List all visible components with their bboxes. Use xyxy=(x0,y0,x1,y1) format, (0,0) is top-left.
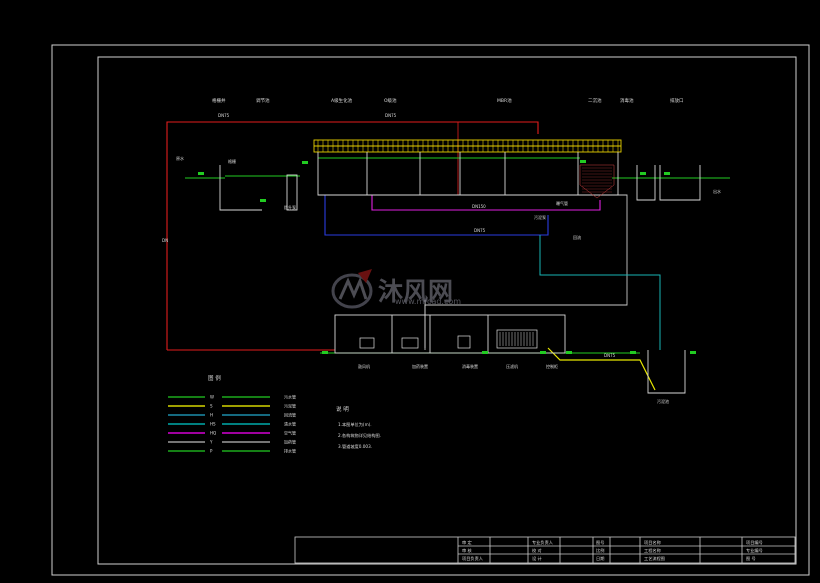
valve-4 xyxy=(640,172,646,175)
notes-title: 说 明 xyxy=(336,405,349,413)
side-label-sludge-tank: 污泥池 xyxy=(657,398,669,404)
valve-8 xyxy=(540,351,546,354)
grey-pipe xyxy=(424,194,628,350)
title-block-r1-4: 项目编号 xyxy=(746,539,763,546)
equipment-label-4: 控制柜 xyxy=(546,363,558,369)
watermark-url: www.mfcad.com xyxy=(395,297,461,306)
title-block-r1-0: 审 定 xyxy=(462,539,472,546)
equipment-room xyxy=(334,314,566,354)
outer-frame xyxy=(51,44,810,576)
legend-code-3: HS xyxy=(210,422,216,427)
equipment-label-1: 加药装置 xyxy=(412,363,428,369)
screen-tank xyxy=(219,165,262,211)
legend-code-4: HQ xyxy=(210,431,216,436)
pipe-label-top-mid: DN75 xyxy=(385,113,397,118)
bio-tank xyxy=(317,152,619,196)
title-block-r2-0: 审 核 xyxy=(462,547,473,554)
title-block-r1-1: 专业负责人 xyxy=(532,539,554,546)
legend-label-2: 回流管 xyxy=(284,412,296,418)
filter-press xyxy=(496,329,538,349)
legend-label-4: 空气管 xyxy=(284,430,296,436)
title-block xyxy=(294,536,796,564)
title-block-r2-3: 工程名称 xyxy=(644,547,661,554)
note-line-0: 1.本图单位为(m). xyxy=(338,421,372,428)
title-block-r2-4: 专业编号 xyxy=(746,547,763,554)
legend-title: 图 例 xyxy=(208,374,221,382)
top-label-5: 二沉池 xyxy=(588,97,602,104)
legend-code-2: H xyxy=(210,413,213,418)
settling-hopper xyxy=(579,164,615,199)
side-label-screen-chamber: 格栅 xyxy=(228,158,236,164)
top-label-7: 排放口 xyxy=(670,97,684,104)
valve-3 xyxy=(580,160,586,163)
equipment-label-3: 压滤机 xyxy=(506,363,518,369)
legend-code-1: S xyxy=(210,404,213,409)
air-pipe xyxy=(371,195,601,211)
title-block-r3-4: 图 号 xyxy=(746,556,756,562)
side-label-sludge-pump: 污泥泵 xyxy=(534,214,546,220)
equipment-icons xyxy=(359,300,538,349)
pipe-network xyxy=(166,121,730,391)
legend-label-1: 污泥管 xyxy=(284,403,296,409)
note-line-2: 3.管道坡度0.003. xyxy=(338,443,372,450)
watermark-brand: 沐风网 xyxy=(378,277,453,306)
cyan-reflux-pipe xyxy=(539,235,661,350)
title-block-r3-0: 项目负责人 xyxy=(462,555,484,562)
valve-11 xyxy=(690,351,696,354)
title-block-r2-2: 比例 xyxy=(596,547,604,554)
title-block-r3-2: 日期 xyxy=(596,556,604,562)
handrail xyxy=(313,139,622,153)
legend-label-6: 排水管 xyxy=(284,448,296,454)
equipment-label-0: 鼓风机 xyxy=(358,363,370,369)
title-block-r3-3: 工艺流程图 xyxy=(644,555,665,562)
side-label-pump-well: 提升泵 xyxy=(284,204,296,210)
title-block-r1-2: 图号 xyxy=(596,540,604,546)
legend-code-0: W xyxy=(210,395,214,400)
legend-label-0: 污水管 xyxy=(284,394,296,400)
side-label-reflux: 回流 xyxy=(573,234,581,240)
side-label-outlet: 出水 xyxy=(713,188,721,194)
side-label-blower-pipe: 曝气管 xyxy=(556,200,568,206)
valve-7 xyxy=(482,351,488,354)
title-block-r2-1: 校 对 xyxy=(532,547,542,554)
legend-label-3: 清水管 xyxy=(284,421,296,427)
watermark-logo-icon xyxy=(331,269,373,309)
legend-code-6: P xyxy=(210,449,213,454)
top-label-2: A级生化池 xyxy=(331,97,353,104)
valve-6 xyxy=(322,351,328,354)
pipe-label-left-vertical: DN xyxy=(162,238,168,243)
valve-0 xyxy=(198,172,204,175)
note-line-1: 2.各构筑物详见结构图. xyxy=(338,432,381,439)
valve-9 xyxy=(566,351,572,354)
side-label-inlet: 原水 xyxy=(176,155,184,161)
legend-label-5: 加药管 xyxy=(284,439,296,445)
top-label-6: 消毒池 xyxy=(620,97,634,104)
top-label-3: O级池 xyxy=(384,97,397,104)
top-label-0: 格栅井 xyxy=(212,97,226,104)
tanks xyxy=(219,152,701,394)
title-block-r3-1: 设 计 xyxy=(532,555,542,562)
equipment-label-2: 消毒装置 xyxy=(462,363,478,369)
legend-code-5: Y xyxy=(209,440,213,445)
title-block-r1-3: 项目名称 xyxy=(644,539,661,546)
valve-2 xyxy=(302,161,308,164)
pipe-label-top-main: DN75 xyxy=(218,113,230,118)
sludge-pipe xyxy=(547,347,656,391)
watermark: 沐风网 www.mfcad.com xyxy=(331,269,461,309)
sludge-tank xyxy=(647,350,686,394)
inner-frame xyxy=(97,56,797,565)
valve-5 xyxy=(664,172,670,175)
top-label-1: 调节池 xyxy=(256,97,270,104)
pipe-label-mid-a: DN150 xyxy=(472,204,486,209)
blue-pipe xyxy=(324,195,549,236)
red-return-pipe xyxy=(166,121,539,350)
top-label-4: MBR池 xyxy=(497,97,512,104)
valve-1 xyxy=(260,199,266,202)
pipe-label-bottom-right: DN75 xyxy=(604,353,616,358)
valve-10 xyxy=(630,351,636,354)
pipe-label-mid-b: DN75 xyxy=(474,228,486,233)
